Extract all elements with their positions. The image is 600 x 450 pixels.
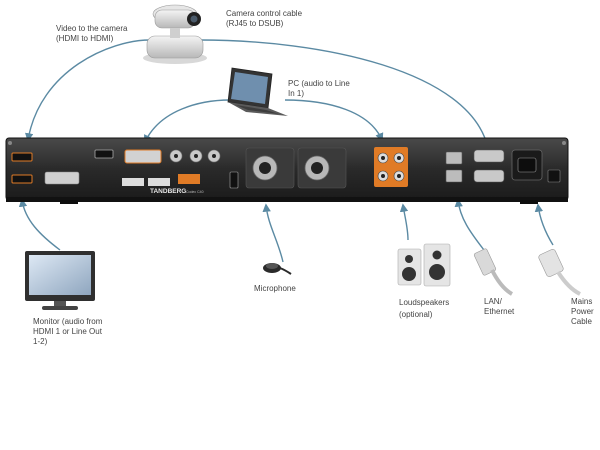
label-line: HDMI 1 or Line Out <box>33 327 102 336</box>
label-line: Camera control cable <box>226 9 303 18</box>
label-line: (HDMI to HDMI) <box>56 34 114 43</box>
microphone-xlr-inputs <box>245 147 347 189</box>
microphone-icon <box>263 263 292 275</box>
hdmi-out-ports <box>11 152 33 184</box>
rca-audio-ports <box>374 147 408 187</box>
laptop-icon <box>227 67 288 116</box>
label-line: Ethernet <box>484 307 515 316</box>
dvi-out-port <box>44 171 80 185</box>
hdmi-in-port <box>94 149 114 159</box>
power-plug-icon <box>538 249 581 296</box>
cable-loudspeakers <box>399 203 409 241</box>
ethernet-plug-icon <box>473 248 514 296</box>
label-video-to-camera: Video to the camera (HDMI to HDMI) <box>56 24 127 44</box>
power-inlet <box>511 149 561 183</box>
label-line: Monitor (audio from <box>33 317 103 326</box>
monitor-icon <box>25 251 95 310</box>
label-line: (RJ45 to DSUB) <box>226 19 284 28</box>
label-line: Power <box>571 307 594 316</box>
bnc-connectors <box>169 149 221 163</box>
label-line: LAN/ <box>484 297 502 306</box>
label-lan: LAN/ Ethernet <box>484 297 514 317</box>
label-loudspeakers: Loudspeakers (optional) <box>399 298 449 320</box>
codec-back-panel: TANDBERG Codec C40 <box>5 137 569 204</box>
cable-camera-control <box>199 39 491 150</box>
panel-brand: TANDBERG <box>150 188 186 195</box>
label-mains: Mains Power Cable <box>571 297 594 327</box>
label-monitor: Monitor (audio from HDMI 1 or Line Out 1… <box>33 317 102 347</box>
label-camera-control: Camera control cable (RJ45 to DSUB) <box>226 9 302 29</box>
panel-badge <box>122 178 144 186</box>
cable-pc-to-computer <box>144 99 231 144</box>
label-line: (optional) <box>399 310 433 319</box>
camera-icon <box>143 4 207 64</box>
label-line: In 1) <box>288 89 305 98</box>
cable-mains <box>534 203 554 246</box>
cable-lan <box>454 198 485 251</box>
label-line: Cable <box>571 317 592 326</box>
panel-badge-2 <box>148 178 170 186</box>
label-line: 1-2) <box>33 337 48 346</box>
label-microphone: Microphone <box>254 284 296 294</box>
usb-port <box>229 171 239 189</box>
dvi-in-port <box>124 149 162 164</box>
cable-microphone <box>262 203 284 263</box>
label-line: Loudspeakers <box>399 298 450 307</box>
label-line: Microphone <box>254 284 296 293</box>
panel-model: Codec C40 <box>186 190 204 194</box>
cable-video-to-camera <box>25 39 151 142</box>
label-line: Mains <box>571 297 593 306</box>
label-pc: PC (audio to Line In 1) <box>288 79 350 99</box>
panel-badge-orange <box>178 174 200 184</box>
cables <box>18 39 554 263</box>
network-ports <box>445 149 505 183</box>
cable-monitor <box>18 198 61 251</box>
loudspeakers-icon <box>397 243 451 287</box>
cable-pc-to-line-in <box>284 99 384 142</box>
label-line: PC (audio to Line <box>288 79 350 88</box>
label-line: Video to the camera <box>56 24 128 33</box>
